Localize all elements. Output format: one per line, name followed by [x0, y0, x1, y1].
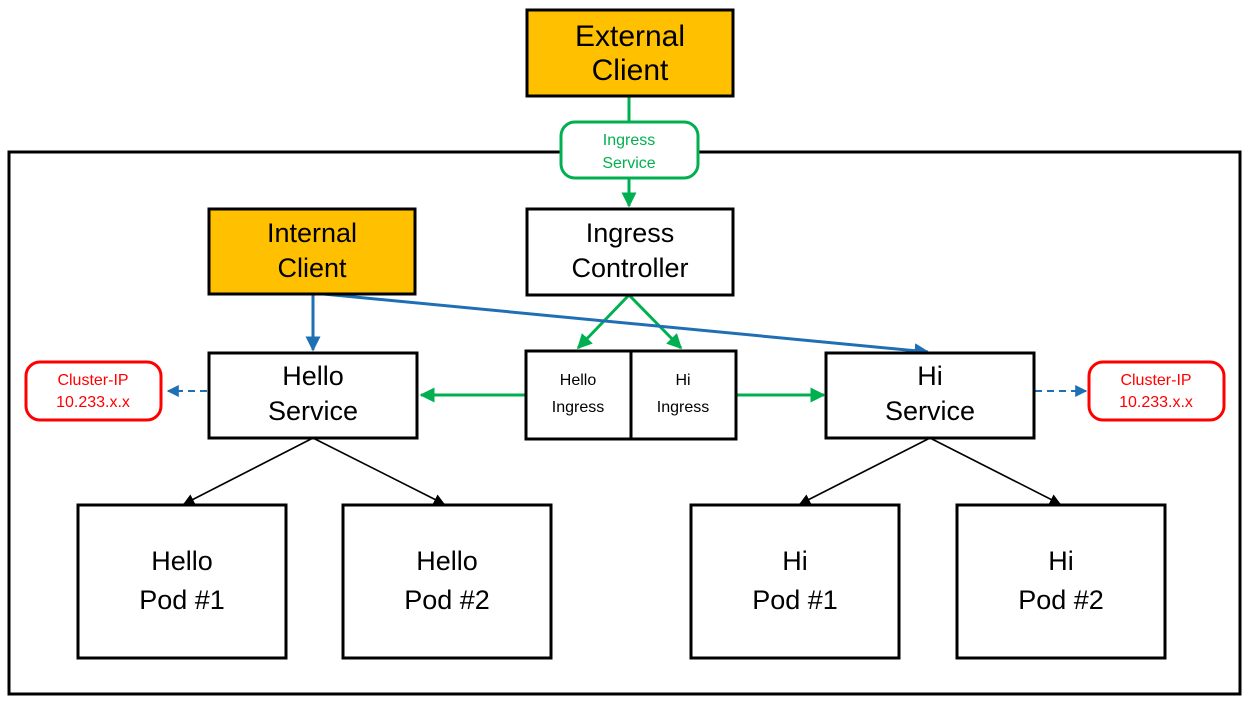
edge-hello-service-to-hello-pod-2	[312, 437, 446, 505]
node-hello-pod-1[interactable]: Hello Pod #1	[76, 503, 288, 660]
hello-ingress-label-line2: Ingress	[552, 399, 604, 416]
node-internal-client[interactable]: Internal Client	[207, 207, 417, 296]
hello-ingress-label-line1: Hello	[560, 372, 597, 389]
hi-ingress-label-line2: Ingress	[657, 399, 709, 416]
hi-ingress-label-line1: Hi	[675, 372, 690, 389]
node-cluster-ip-left[interactable]: Cluster-IP 10.233.x.x	[24, 360, 163, 422]
edge-hi-service-to-hi-pod-1	[799, 437, 931, 505]
node-hello-pod-2[interactable]: Hello Pod #2	[341, 503, 553, 660]
node-cluster-ip-right[interactable]: Cluster-IP 10.233.x.x	[1087, 360, 1226, 422]
node-ingress-service[interactable]: Ingress Service	[559, 120, 700, 180]
external-client-label-line2: Client	[592, 54, 669, 87]
hi-pod-2-label-line1: Hi	[1048, 546, 1074, 576]
hello-pod-1-label-line1: Hello	[151, 546, 213, 576]
cluster-ip-left-label-line2: 10.233.x.x	[56, 394, 130, 411]
node-hello-ingress[interactable]: Hello Ingress	[524, 349, 633, 441]
node-hi-pod-1[interactable]: Hi Pod #1	[689, 503, 901, 660]
cluster-ip-right-label-line2: 10.233.x.x	[1119, 394, 1193, 411]
hi-pod-2-label-line2: Pod #2	[1018, 585, 1104, 615]
node-hello-service[interactable]: Hello Service	[207, 351, 419, 440]
hi-service-label-line2: Service	[885, 396, 975, 426]
hi-pod-1-label-line1: Hi	[782, 546, 808, 576]
edge-hi-service-to-hi-pod-2	[929, 437, 1061, 505]
hello-pod-1-label-line2: Pod #1	[139, 585, 225, 615]
cluster-ip-right-label-line1: Cluster-IP	[1120, 372, 1191, 389]
external-client-label-line1: External	[575, 20, 685, 53]
hello-service-label-line2: Service	[268, 396, 358, 426]
cluster-ip-left-label-line1: Cluster-IP	[57, 372, 128, 389]
node-hi-pod-2[interactable]: Hi Pod #2	[955, 503, 1167, 660]
node-hi-ingress[interactable]: Hi Ingress	[629, 349, 738, 441]
edge-internal-client-to-hi-service	[312, 291, 930, 359]
ingress-controller-label-line1: Ingress	[586, 218, 675, 248]
internal-client-label-line1: Internal	[267, 218, 357, 248]
internal-client-label-line2: Client	[277, 253, 347, 283]
ingress-service-label-line1: Ingress	[603, 132, 655, 149]
ingress-controller-label-line2: Controller	[571, 253, 688, 283]
edge-hello-service-to-hello-pod-1	[183, 437, 314, 505]
hi-service-label-line1: Hi	[917, 361, 943, 391]
node-external-client[interactable]: External Client	[525, 8, 735, 98]
node-hi-service[interactable]: Hi Service	[824, 351, 1036, 440]
ingress-service-label-line2: Service	[602, 155, 655, 172]
hello-pod-2-label-line1: Hello	[416, 546, 478, 576]
hello-pod-2-label-line2: Pod #2	[404, 585, 490, 615]
hi-pod-1-label-line2: Pod #1	[752, 585, 838, 615]
edge-controller-to-hi-ingress	[627, 293, 683, 350]
hello-service-label-line1: Hello	[282, 361, 344, 391]
node-ingress-controller[interactable]: Ingress Controller	[525, 207, 735, 297]
